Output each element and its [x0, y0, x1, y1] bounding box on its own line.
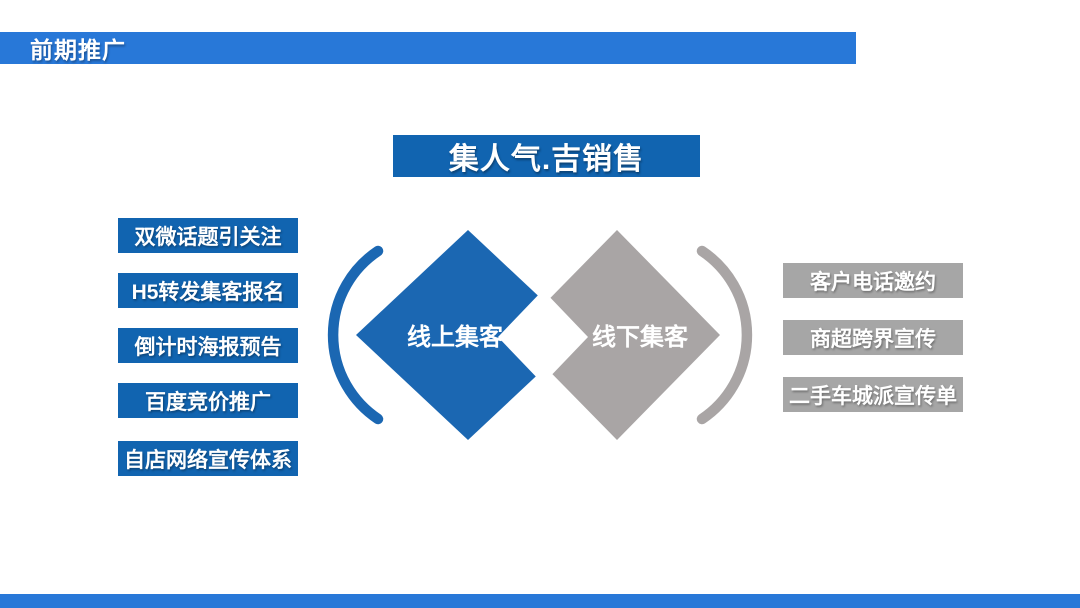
online-channel-item: 双微话题引关注 [118, 218, 298, 253]
offline-channel-item: 二手车城派宣传单 [783, 377, 963, 412]
offline-diamond-label: 线下集客 [592, 323, 689, 351]
online-diamond [356, 230, 580, 440]
online-channel-item: 百度竞价推广 [118, 383, 298, 418]
online-channel-item: 倒计时海报预告 [118, 328, 298, 363]
offline-channel-item: 客户电话邀约 [783, 263, 963, 298]
online-channel-item: H5转发集客报名 [118, 273, 298, 308]
online-diamond-label: 线上集客 [407, 323, 504, 351]
slide-title-box: 集人气.吉销售 [393, 135, 700, 177]
overlap-diamond [498, 290, 588, 384]
footer-bar [0, 594, 1080, 608]
header-bar: 前期推广 [0, 32, 856, 64]
offline-diamond [514, 230, 720, 440]
left-arc-shape [327, 245, 384, 425]
slide-title: 集人气.吉销售 [448, 143, 645, 176]
online-channel-item: 自店网络宣传体系 [118, 441, 298, 476]
header-title: 前期推广 [30, 37, 126, 63]
offline-channel-item: 商超跨界宣传 [783, 320, 963, 355]
right-arc-shape [696, 245, 753, 425]
